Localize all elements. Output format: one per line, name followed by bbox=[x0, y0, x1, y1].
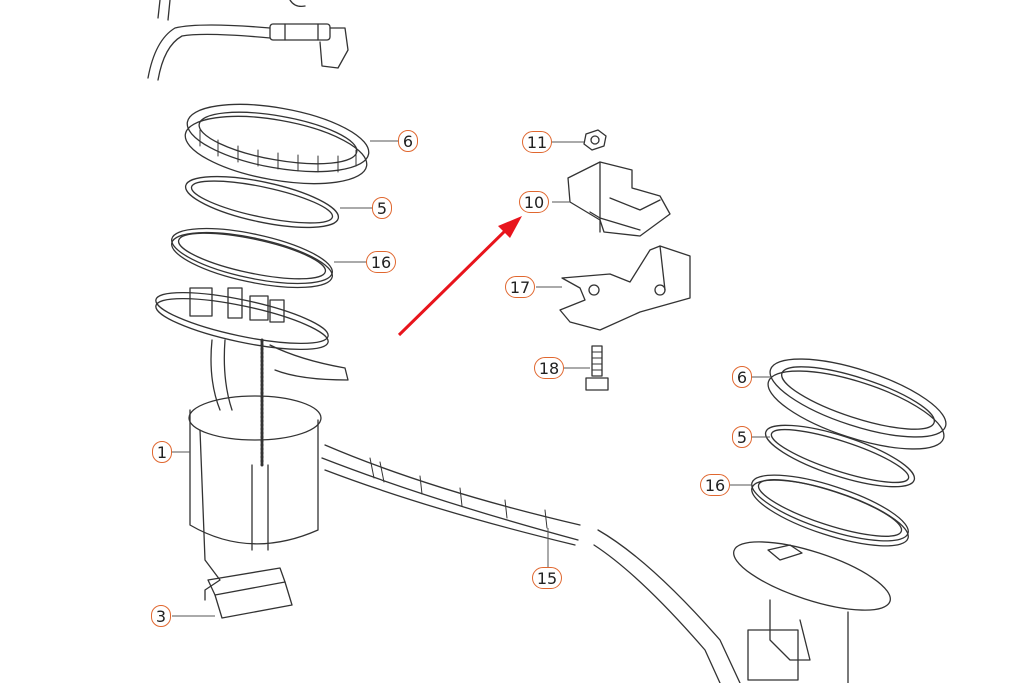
float-sender bbox=[207, 567, 293, 619]
callout-18: 18 bbox=[534, 357, 564, 379]
callout-15: 15 bbox=[532, 567, 562, 589]
callout-5-right: 5 bbox=[732, 426, 752, 448]
fuel-pump-module bbox=[155, 287, 349, 601]
vent-hose bbox=[147, 0, 349, 81]
mounting-bracket bbox=[559, 245, 691, 331]
callout-16-left: 16 bbox=[366, 251, 396, 273]
retaining-ring-right bbox=[767, 358, 947, 450]
pump-flange-right bbox=[733, 541, 891, 683]
callout-6-left: 6 bbox=[398, 130, 418, 152]
retaining-ring-left bbox=[184, 103, 370, 185]
callout-11: 11 bbox=[522, 131, 552, 153]
seal-ring-right bbox=[764, 424, 916, 488]
bolt bbox=[585, 345, 609, 391]
nut bbox=[583, 129, 607, 151]
callout-3: 3 bbox=[151, 605, 171, 627]
control-unit bbox=[567, 161, 671, 237]
gasket-right bbox=[751, 474, 909, 547]
callout-1: 1 bbox=[152, 441, 172, 463]
callout-5-left: 5 bbox=[372, 197, 392, 219]
fuel-line-assembly bbox=[321, 444, 741, 683]
highlight-arrow bbox=[397, 216, 522, 337]
callout-17: 17 bbox=[505, 276, 535, 298]
callout-16-right: 16 bbox=[700, 474, 730, 496]
seal-ring-left bbox=[184, 175, 340, 229]
callout-10: 10 bbox=[519, 191, 549, 213]
callout-6-right: 6 bbox=[732, 366, 752, 388]
gasket-left bbox=[171, 227, 333, 289]
